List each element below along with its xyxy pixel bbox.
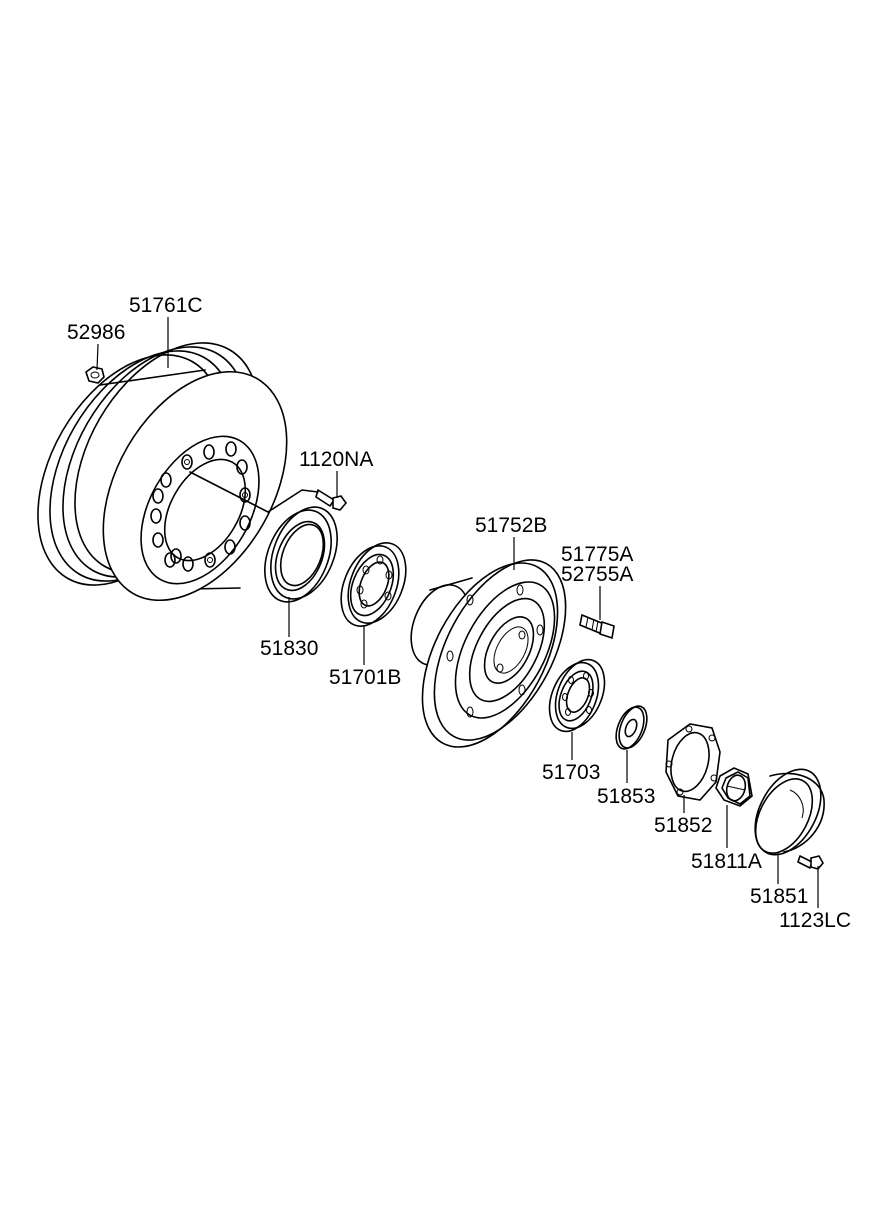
label-51761C: 51761C <box>129 294 203 317</box>
label-1123LC: 1123LC <box>779 909 851 932</box>
label-51830: 51830 <box>260 637 318 660</box>
label-51853: 51853 <box>597 785 655 808</box>
part-labels: 52986 51761C 1120NA 51830 51701B 51752B … <box>67 294 851 932</box>
lug-nut <box>85 366 105 384</box>
oil-seal <box>264 506 338 603</box>
wheel-hub <box>410 559 567 748</box>
label-51852: 51852 <box>654 814 712 837</box>
lock-nut <box>715 767 753 807</box>
screw <box>189 471 348 513</box>
wheel-stud <box>579 613 615 640</box>
label-52755A: 52755A <box>561 563 633 586</box>
label-51775A: 51775A <box>561 543 633 566</box>
leader-lines <box>96 317 819 908</box>
inner-bearing <box>548 658 606 733</box>
cap-screw <box>797 855 824 870</box>
gasket <box>665 723 721 801</box>
label-52986: 52986 <box>67 321 125 344</box>
label-1120NA: 1120NA <box>299 448 373 471</box>
label-51851: 51851 <box>750 885 808 908</box>
hub-cap <box>754 768 825 856</box>
label-51703: 51703 <box>542 761 600 784</box>
brake-drum <box>37 342 288 602</box>
lock-washer <box>615 705 648 750</box>
label-51811A: 51811A <box>691 850 762 873</box>
label-51752B: 51752B <box>475 514 547 537</box>
outer-bearing <box>340 542 407 627</box>
label-51701B: 51701B <box>329 666 401 689</box>
